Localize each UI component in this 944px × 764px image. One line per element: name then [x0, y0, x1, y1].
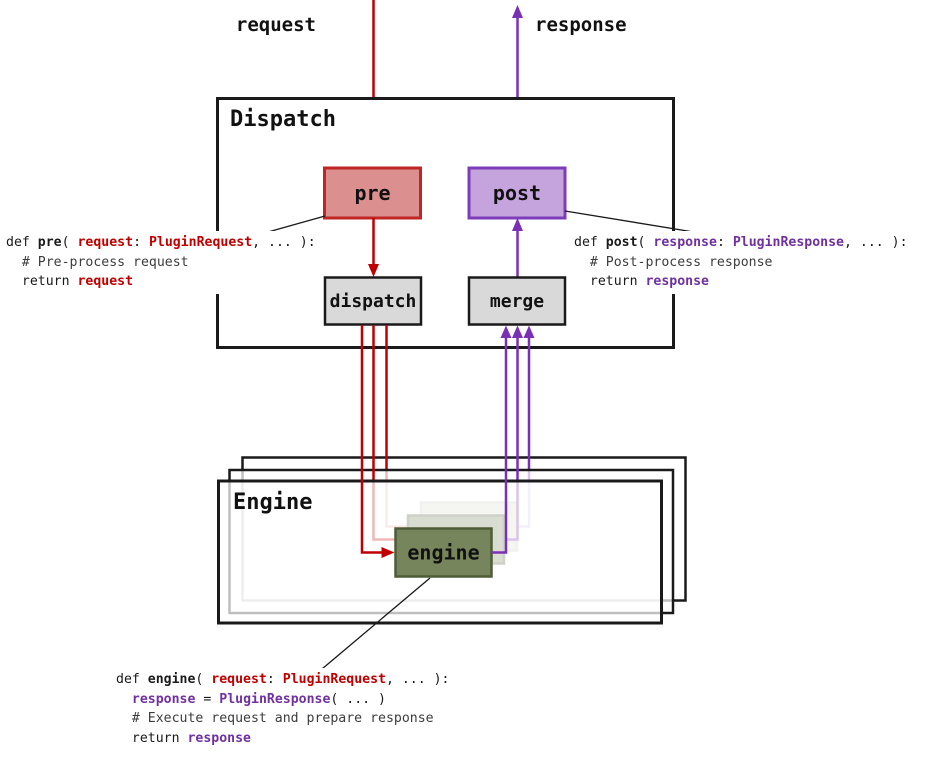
- red-flow-arrowhead-front-icon: [381, 547, 395, 558]
- annotation-connector-engine: [321, 577, 431, 670]
- pre-to-dispatch-arrowhead-icon: [368, 264, 379, 277]
- code-line: return request: [6, 274, 134, 290]
- pre-node: [323, 166, 422, 220]
- merge-node-label: merge: [490, 291, 544, 312]
- response-label: response: [535, 14, 627, 36]
- code-line: def pre( request: PluginRequest, ... ):: [6, 235, 316, 250]
- dispatch-node-label: dispatch: [330, 291, 417, 312]
- purple-flow-arrowhead-front-icon: [500, 325, 512, 338]
- post-node-label: post: [493, 181, 541, 205]
- red-flow-line-front: [360, 325, 387, 554]
- engine-node-front: [394, 527, 493, 578]
- dispatch-node: [323, 276, 423, 326]
- engine-node-front-label: engine: [407, 541, 479, 565]
- code-line: return response: [116, 730, 251, 746]
- purple-flow-arrowhead-middle-icon: [512, 325, 523, 338]
- dispatch-container-box: [216, 97, 675, 349]
- post-code-annotation: def post( response: PluginResponse, ... …: [570, 231, 912, 294]
- code-line: return response: [574, 274, 709, 290]
- post-node: [467, 166, 567, 220]
- request-label: request: [236, 14, 316, 36]
- merge-to-post-arrowhead-icon: [512, 218, 523, 231]
- response-arrowhead-icon: [512, 5, 523, 18]
- purple-flow-line-front: [491, 337, 508, 554]
- code-line: def engine( request: PluginRequest, ... …: [116, 672, 450, 687]
- code-line: def post( response: PluginResponse, ... …: [574, 235, 908, 250]
- annotation-connector-pre: [267, 215, 326, 233]
- code-line: response = PluginResponse( ... ): [131, 691, 386, 707]
- code-line: # Pre-process request: [6, 254, 189, 270]
- engine-stack: engine engine Engine engine: [217, 325, 687, 625]
- dispatch-title: Dispatch: [230, 107, 336, 132]
- engine-code-annotation: def engine( request: PluginRequest, ... …: [112, 668, 454, 751]
- pre-code-annotation: def pre( request: PluginRequest, ... ): …: [2, 231, 320, 294]
- pre-node-label: pre: [354, 181, 390, 205]
- code-line: # Execute request and prepare response: [116, 711, 434, 727]
- code-line: # Post-process response: [574, 254, 773, 270]
- engine-title: Engine: [233, 490, 312, 515]
- merge-node: [467, 276, 567, 326]
- purple-flow-arrowhead-back-icon: [523, 325, 535, 338]
